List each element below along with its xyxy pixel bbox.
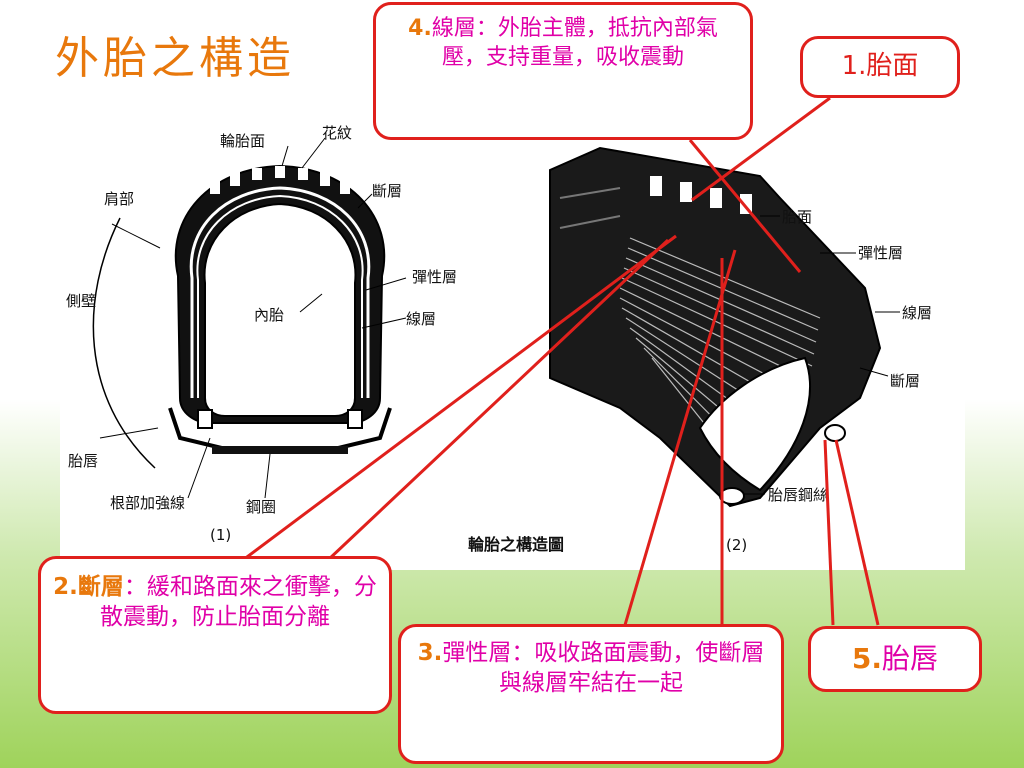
callout-tread: 1.胎面 [800, 36, 960, 98]
label-pattern: 花紋 [322, 124, 352, 142]
label-shoulder: 肩部 [104, 190, 134, 208]
figure-label-1: (1) [210, 526, 231, 544]
callout-cushion-desc: ：吸收路面震動，使斷層與線層牢結在一起 [499, 640, 765, 696]
label-ply-left: 線層 [406, 310, 436, 328]
label-breaker-left: 斷層 [372, 182, 402, 200]
callout-ply: 4.線層：外胎主體，抵抗內部氣壓，支持重量，吸收震動 [373, 2, 753, 140]
label-ply-right: 線層 [902, 304, 932, 322]
label-cushion-left: 彈性層 [412, 268, 457, 286]
label-cushion-right: 彈性層 [858, 244, 903, 262]
figure-caption: 輪胎之構造圖 [468, 535, 564, 554]
tire-diagram: 輪胎面 花紋 肩部 斷層 彈性層 側壁 內胎 線層 胎唇 根部加強線 鋼圈 胎面… [66, 124, 932, 554]
callout-ply-name: 線層 [431, 16, 476, 41]
tire-cutaway [549, 146, 900, 508]
label-bead-wire: 胎唇鋼絲 [768, 486, 828, 504]
callout-bead: 5.胎唇 [808, 626, 982, 692]
callout-cushion: 3.彈性層：吸收路面震動，使斷層與線層牢結在一起 [398, 624, 784, 764]
callout-tread-num: 1. [841, 51, 867, 81]
callout-ply-desc: ：外胎主體，抵抗內部氣壓，支持重量，吸收震動 [441, 16, 718, 70]
label-inner-tube: 內胎 [254, 306, 284, 324]
label-rim: 鋼圈 [246, 498, 276, 516]
label-bead-reinforce: 根部加強線 [110, 494, 185, 512]
callout-cushion-num: 3. [417, 640, 443, 666]
callout-breaker-name: 斷層 [77, 574, 124, 600]
figure-label-2: (2) [726, 536, 747, 554]
label-tread-left: 輪胎面 [220, 132, 265, 150]
callout-tread-name: 胎面 [866, 51, 919, 81]
slide-title: 外胎之構造 [55, 33, 295, 84]
callout-bead-num: 5. [851, 642, 883, 675]
callout-bead-name: 胎唇 [882, 642, 939, 675]
callout-breaker-num: 2. [53, 574, 78, 600]
label-sidewall: 側壁 [66, 292, 96, 310]
label-tread-right: 胎面 [782, 208, 812, 226]
label-bead-left: 胎唇 [68, 452, 98, 470]
label-breaker-right: 斷層 [890, 372, 920, 390]
callout-breaker-desc: ：緩和路面來之衝擊，分散震動，防止胎面分離 [100, 574, 377, 630]
tire-cross-section [92, 137, 407, 499]
callout-cushion-name: 彈性層 [442, 640, 512, 666]
callout-ply-num: 4. [408, 16, 432, 41]
callout-breaker: 2.斷層：緩和路面來之衝擊，分散震動，防止胎面分離 [38, 556, 392, 714]
tire-diagram-panel: 輪胎面 花紋 肩部 斷層 彈性層 側壁 內胎 線層 胎唇 根部加強線 鋼圈 胎面… [60, 98, 965, 570]
